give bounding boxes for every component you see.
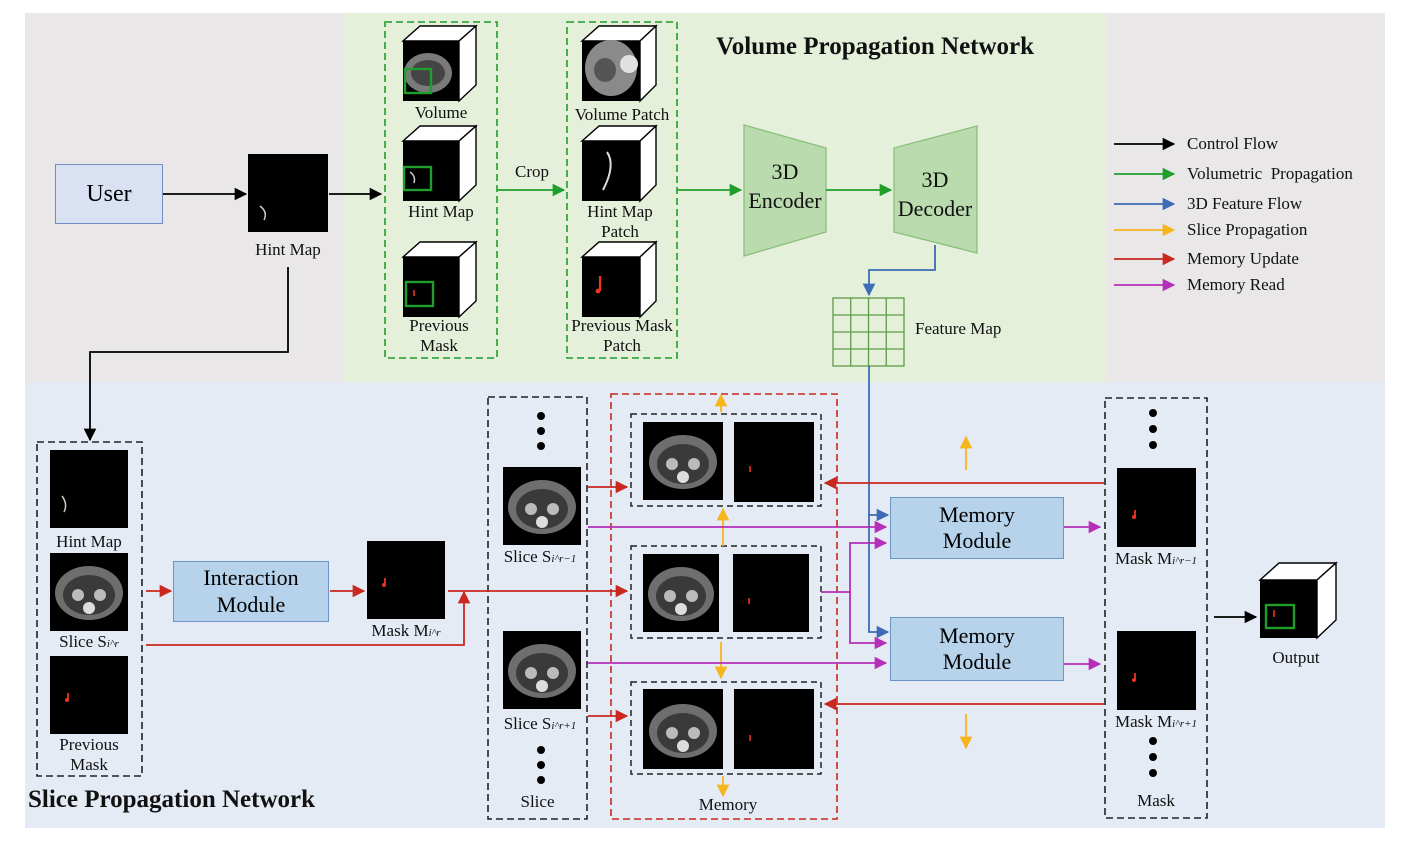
mask-plus-image bbox=[1117, 631, 1196, 710]
user-box: User bbox=[55, 164, 163, 224]
slice-previous-mask-image bbox=[50, 656, 128, 734]
memory-mid-mask bbox=[733, 554, 809, 632]
legend-control-flow: Control Flow bbox=[1187, 134, 1279, 153]
slice-minus-label: Slice Si^r−1 bbox=[503, 547, 577, 566]
mask-current-label: Mask Mi^r bbox=[371, 621, 441, 640]
slice-minus-image bbox=[503, 467, 581, 545]
memory-module-top-label: Memory Module bbox=[939, 501, 1015, 553]
slice-previous-mask-label: Previous Mask bbox=[59, 735, 119, 775]
decoder-label: 3D Decoder bbox=[897, 167, 973, 221]
legend-3d-feature-flow: 3D Feature Flow bbox=[1187, 194, 1303, 213]
legend-volumetric-propagation: Volumetric Propagation bbox=[1187, 164, 1353, 183]
slice-ct-image bbox=[50, 553, 128, 631]
slice-hint-map-image bbox=[50, 450, 128, 528]
memory-module-top: Memory Module bbox=[890, 497, 1064, 559]
mask-minus-image bbox=[1117, 468, 1196, 547]
memory-mid-slice bbox=[643, 554, 719, 632]
input-hint-map-label: Hint Map bbox=[408, 202, 474, 221]
memory-top-slice bbox=[643, 422, 723, 500]
mask-plus-label: Mask Mi^r+1 bbox=[1114, 712, 1198, 731]
user-label: User bbox=[86, 180, 132, 207]
encoder-label: 3D Encoder bbox=[748, 159, 822, 213]
previous-mask-patch-label: Previous Mask Patch bbox=[571, 316, 673, 356]
slice-column-label: Slice bbox=[520, 792, 555, 811]
volume-network-title: Volume Propagation Network bbox=[716, 33, 1035, 60]
slice-network-title: Slice Propagation Network bbox=[28, 786, 316, 813]
legend-memory-update: Memory Update bbox=[1187, 249, 1299, 268]
mask-minus-label: Mask Mi^r−1 bbox=[1114, 549, 1198, 568]
interaction-module: Interaction Module bbox=[173, 561, 329, 622]
previous-mask-label: Previous Mask bbox=[409, 316, 469, 356]
slice-current-label: Slice Si^r bbox=[59, 632, 119, 651]
volume-label: Volume bbox=[414, 103, 468, 122]
memory-bottom-mask bbox=[734, 689, 814, 769]
memory-module-bottom: Memory Module bbox=[890, 617, 1064, 681]
hint-map-patch-label: Hint Map Patch bbox=[587, 202, 653, 242]
legend-slice-propagation: Slice Propagation bbox=[1187, 220, 1308, 239]
mask-column-label: Mask bbox=[1137, 791, 1175, 810]
interaction-module-label: Interaction Module bbox=[203, 565, 299, 617]
legend-memory-read: Memory Read bbox=[1187, 275, 1285, 294]
memory-top-mask bbox=[734, 422, 814, 502]
memory-label: Memory bbox=[698, 795, 758, 814]
hint-map-image bbox=[248, 154, 328, 232]
slice-hint-map-label: Hint Map bbox=[56, 532, 122, 551]
crop-label: Crop bbox=[515, 162, 549, 181]
slice-plus-label: Slice Si^r+1 bbox=[503, 714, 577, 733]
memory-bottom-slice bbox=[643, 689, 723, 769]
output-label: Output bbox=[1272, 648, 1320, 667]
hint-map-label: Hint Map bbox=[255, 240, 321, 259]
volume-patch-label: Volume Patch bbox=[574, 105, 670, 124]
memory-module-bottom-label: Memory Module bbox=[939, 622, 1015, 674]
feature-map-label: Feature Map bbox=[915, 319, 1002, 338]
slice-plus-image bbox=[503, 631, 581, 709]
mask-current-image bbox=[367, 541, 445, 619]
